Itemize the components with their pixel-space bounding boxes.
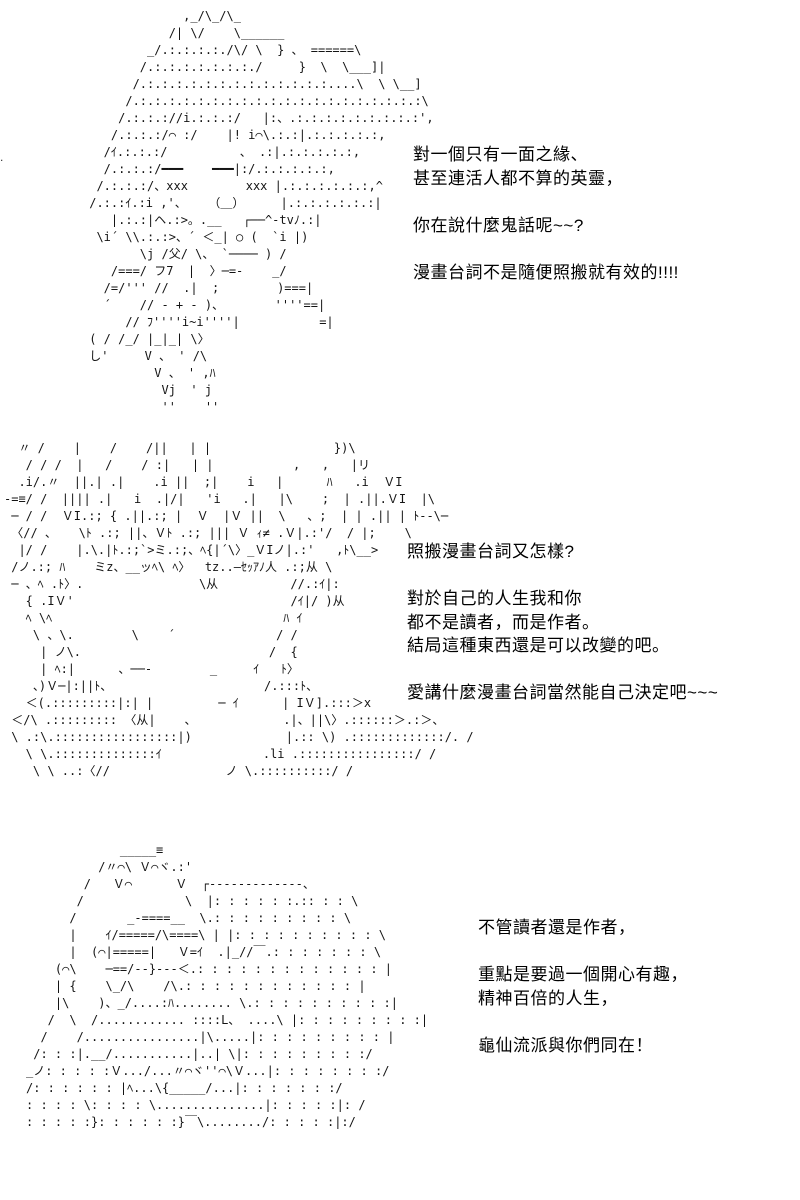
ascii-art-spiky-hair-man: 〃 / | / /|| | | })\ / / / | / / :| | | ,… bbox=[4, 441, 474, 778]
dialogue-block-3: 不管讀者還是作者， 重點是要過一個開心有趣， 精神百倍的人生， 龜仙流派與你們同… bbox=[478, 918, 688, 1055]
ascii-art-camera-girl: ,_/\_/\_ /| \/ \______ _/.:.:.:.:./\/ \ … bbox=[89, 9, 434, 414]
stray-dot-mark: . bbox=[0, 150, 4, 164]
ascii-art-turtle-hermit: _____≡ /〃⌒\ Ｖ⌒ヾ.:' / Ｖ⌒ Ｖ ┌-------------… bbox=[26, 843, 429, 1129]
dialogue-block-2: 照搬漫畫台詞又怎樣? 對於自己的人生我和你 都不是讀者，而是作者。 結局這種東西… bbox=[407, 542, 719, 702]
dialogue-block-1: 對一個只有一面之緣、 甚至連活人都不算的英靈， 你在說什麼鬼話呢~~? 漫畫台詞… bbox=[413, 145, 679, 282]
